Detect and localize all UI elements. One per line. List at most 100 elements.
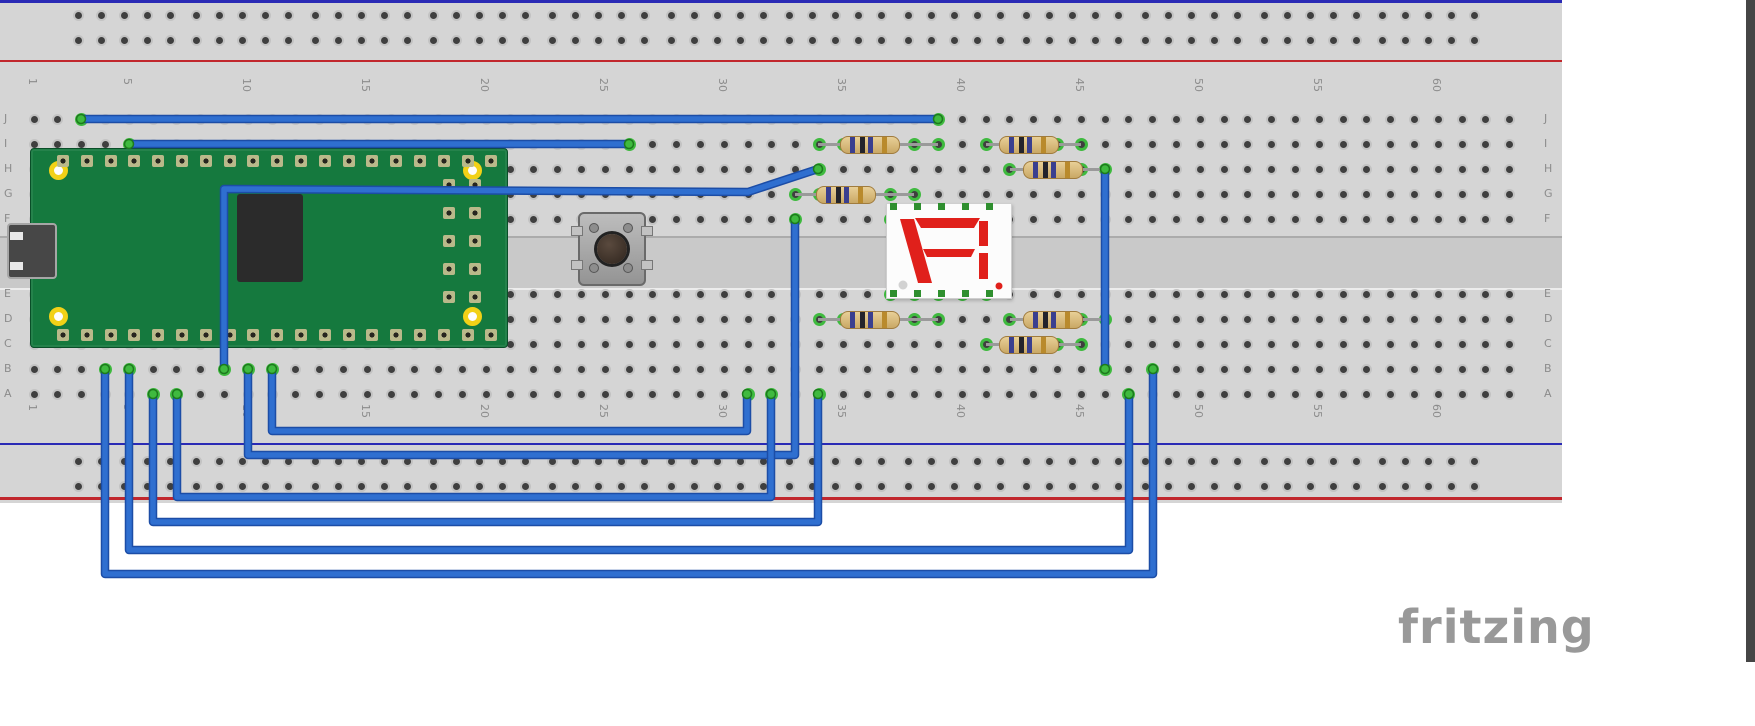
breadboard-hole[interactable] (577, 290, 585, 298)
breadboard-hole[interactable] (499, 457, 507, 465)
breadboard-hole[interactable] (74, 457, 82, 465)
breadboard-hole[interactable] (1363, 315, 1371, 323)
breadboard-hole[interactable] (696, 140, 704, 148)
breadboard-hole[interactable] (744, 165, 752, 173)
breadboard-hole[interactable] (958, 390, 966, 398)
breadboard-hole[interactable] (476, 457, 484, 465)
breadboard-hole[interactable] (1363, 390, 1371, 398)
breadboard-hole[interactable] (1187, 457, 1195, 465)
board-pin-pad[interactable] (295, 155, 307, 167)
breadboard-hole[interactable] (1458, 290, 1466, 298)
breadboard-hole[interactable] (1101, 190, 1109, 198)
breadboard-hole[interactable] (1069, 457, 1077, 465)
breadboard-hole[interactable] (554, 140, 562, 148)
breadboard-hole[interactable] (97, 482, 105, 490)
breadboard-hole[interactable] (74, 36, 82, 44)
breadboard-hole[interactable] (1069, 11, 1077, 19)
breadboard-hole[interactable] (292, 115, 300, 123)
breadboard-hole[interactable] (363, 365, 371, 373)
breadboard-hole[interactable] (1471, 457, 1479, 465)
breadboard-hole[interactable] (1023, 36, 1031, 44)
breadboard-hole[interactable] (904, 36, 912, 44)
breadboard-hole[interactable] (927, 11, 935, 19)
breadboard-hole[interactable] (193, 482, 201, 490)
breadboard-hole[interactable] (1410, 315, 1418, 323)
breadboard-hole[interactable] (958, 365, 966, 373)
breadboard-hole[interactable] (125, 365, 133, 373)
display-pin[interactable] (914, 290, 921, 297)
breadboard-hole[interactable] (239, 482, 247, 490)
breadboard-hole[interactable] (1402, 11, 1410, 19)
breadboard-hole[interactable] (120, 11, 128, 19)
breadboard-hole[interactable] (1448, 36, 1456, 44)
breadboard-hole[interactable] (1125, 340, 1133, 348)
breadboard-hole[interactable] (815, 290, 823, 298)
breadboard-hole[interactable] (1363, 140, 1371, 148)
breadboard-hole[interactable] (530, 290, 538, 298)
breadboard-hole[interactable] (1506, 165, 1514, 173)
board-pin-pad[interactable] (437, 329, 450, 341)
breadboard-hole[interactable] (768, 165, 776, 173)
breadboard-hole[interactable] (1101, 115, 1109, 123)
breadboard-hole[interactable] (499, 482, 507, 490)
breadboard-hole[interactable] (357, 36, 365, 44)
breadboard-hole[interactable] (244, 115, 252, 123)
breadboard-hole[interactable] (1210, 36, 1218, 44)
breadboard-hole[interactable] (1379, 36, 1387, 44)
breadboard-hole[interactable] (720, 115, 728, 123)
breadboard-hole[interactable] (696, 365, 704, 373)
breadboard-hole[interactable] (30, 390, 38, 398)
breadboard-hole[interactable] (292, 140, 300, 148)
breadboard-hole[interactable] (1172, 140, 1180, 148)
breadboard-hole[interactable] (1149, 215, 1157, 223)
breadboard-hole[interactable] (934, 140, 942, 148)
board-pin-pad[interactable] (199, 155, 212, 167)
breadboard-hole[interactable] (1101, 390, 1109, 398)
breadboard-hole[interactable] (1306, 11, 1314, 19)
breadboard-hole[interactable] (78, 365, 86, 373)
breadboard-hole[interactable] (1482, 390, 1490, 398)
button-cap[interactable] (597, 234, 627, 264)
breadboard-hole[interactable] (149, 140, 157, 148)
breadboard-hole[interactable] (1291, 390, 1299, 398)
breadboard-hole[interactable] (1410, 365, 1418, 373)
breadboard-hole[interactable] (1149, 290, 1157, 298)
breadboard-hole[interactable] (435, 365, 443, 373)
breadboard-hole[interactable] (673, 165, 681, 173)
breadboard-hole[interactable] (1125, 315, 1133, 323)
breadboard-hole[interactable] (499, 36, 507, 44)
breadboard-hole[interactable] (720, 140, 728, 148)
breadboard-hole[interactable] (1448, 457, 1456, 465)
breadboard-hole[interactable] (1210, 11, 1218, 19)
breadboard-hole[interactable] (522, 11, 530, 19)
breadboard-hole[interactable] (625, 315, 633, 323)
breadboard-hole[interactable] (649, 390, 657, 398)
breadboard-hole[interactable] (101, 140, 109, 148)
breadboard-hole[interactable] (673, 340, 681, 348)
breadboard-hole[interactable] (982, 190, 990, 198)
breadboard-hole[interactable] (548, 457, 556, 465)
board-pin-pad[interactable] (295, 329, 307, 341)
breadboard-hole[interactable] (863, 340, 871, 348)
breadboard-hole[interactable] (594, 457, 602, 465)
breadboard-hole[interactable] (197, 115, 205, 123)
breadboard-hole[interactable] (934, 115, 942, 123)
breadboard-hole[interactable] (482, 365, 490, 373)
breadboard-hole[interactable] (1172, 215, 1180, 223)
breadboard-hole[interactable] (1077, 115, 1085, 123)
breadboard-hole[interactable] (720, 165, 728, 173)
breadboard-hole[interactable] (1434, 290, 1442, 298)
breadboard-hole[interactable] (815, 340, 823, 348)
breadboard-hole[interactable] (143, 457, 151, 465)
breadboard-hole[interactable] (193, 36, 201, 44)
breadboard-hole[interactable] (792, 165, 800, 173)
breadboard-hole[interactable] (403, 36, 411, 44)
breadboard-hole[interactable] (1268, 140, 1276, 148)
breadboard-hole[interactable] (1069, 482, 1077, 490)
board-pin-pad[interactable] (152, 329, 165, 341)
breadboard-hole[interactable] (1046, 482, 1054, 490)
breadboard-hole[interactable] (887, 365, 895, 373)
breadboard-hole[interactable] (713, 36, 721, 44)
breadboard-hole[interactable] (1352, 11, 1360, 19)
breadboard-hole[interactable] (1387, 315, 1395, 323)
